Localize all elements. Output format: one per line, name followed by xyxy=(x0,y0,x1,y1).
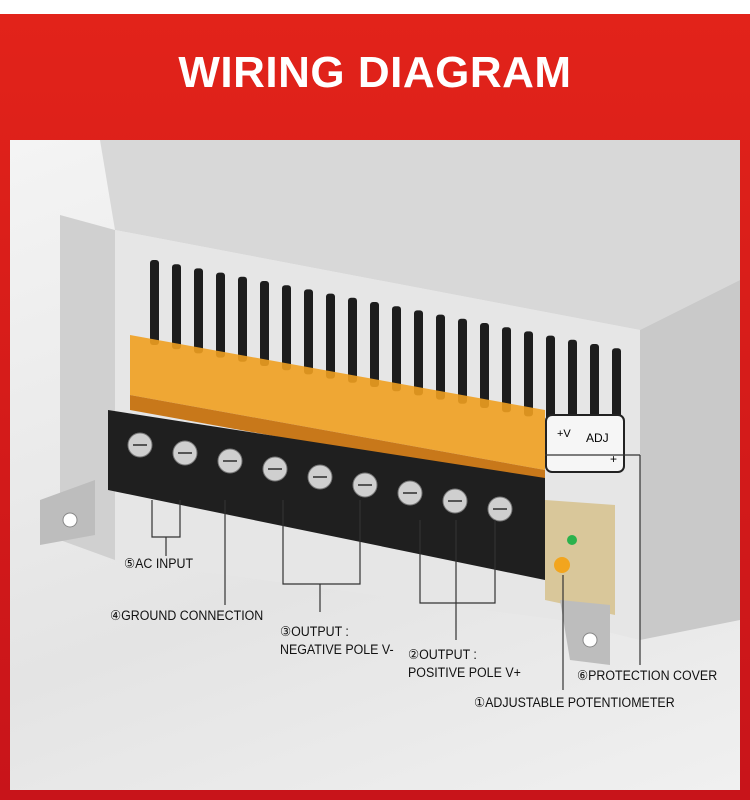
case-left xyxy=(60,215,115,560)
vent-slot xyxy=(370,302,379,387)
vent-slot xyxy=(590,344,599,429)
label-ac-input: ⑤AC INPUT xyxy=(124,556,194,571)
vent-slot xyxy=(172,264,181,350)
adj-panel-plus: + xyxy=(610,452,618,466)
vent-slot xyxy=(326,293,335,379)
vent-slot xyxy=(238,276,247,362)
label-negative-line2: NEGATIVE POLE V- xyxy=(280,642,394,657)
protection-cover xyxy=(130,335,545,470)
vent-slot xyxy=(260,281,269,366)
vent-slot xyxy=(216,272,225,358)
pcb xyxy=(545,500,615,615)
label-adjustable-potentiometer: ①ADJUSTABLE POTENTIOMETER xyxy=(474,695,675,710)
right-bracket xyxy=(560,600,610,665)
vent-slot xyxy=(348,297,357,383)
case-side xyxy=(640,280,740,640)
vent-slot xyxy=(458,318,467,404)
label-protection-cover: ⑥PROTECTION COVER xyxy=(577,668,718,683)
leader-lines xyxy=(151,454,641,690)
label-negative-line1: ③OUTPUT : xyxy=(280,624,349,639)
vent-slot xyxy=(304,289,313,375)
label-positive-line1: ②OUTPUT : xyxy=(408,647,477,662)
label-positive-line2: POSITIVE POLE V+ xyxy=(408,665,521,680)
vent-slot xyxy=(436,314,445,400)
vent-slot xyxy=(480,323,489,408)
left-bracket xyxy=(40,480,95,545)
case-top xyxy=(100,140,740,330)
adj-panel-plus-v: +V xyxy=(557,428,571,440)
adj-panel-adj: ADJ xyxy=(586,431,609,445)
vent-slot xyxy=(524,331,533,417)
terminal-block xyxy=(108,410,545,580)
vent-slot xyxy=(282,285,291,371)
power-supply-illustration xyxy=(40,140,740,690)
product-photo: +V ADJ + ⑤AC INPUT ④GROUND CONNECTION ③O… xyxy=(10,140,740,790)
potentiometer-knob xyxy=(554,557,570,573)
page-title: WIRING DIAGRAM xyxy=(178,48,572,97)
led xyxy=(567,535,577,545)
vent-slots xyxy=(150,260,621,434)
vent-slot xyxy=(194,268,203,354)
vent-slot xyxy=(546,335,555,421)
vent-slot xyxy=(414,310,423,396)
vent-slot xyxy=(150,260,159,345)
vent-slot xyxy=(568,339,577,425)
vent-slot xyxy=(392,306,401,392)
adj-panel xyxy=(545,414,625,473)
label-ground-connection: ④GROUND CONNECTION xyxy=(110,608,264,623)
vent-slot xyxy=(502,327,511,413)
terminal-screws xyxy=(127,432,513,522)
vent-slot xyxy=(612,348,621,434)
